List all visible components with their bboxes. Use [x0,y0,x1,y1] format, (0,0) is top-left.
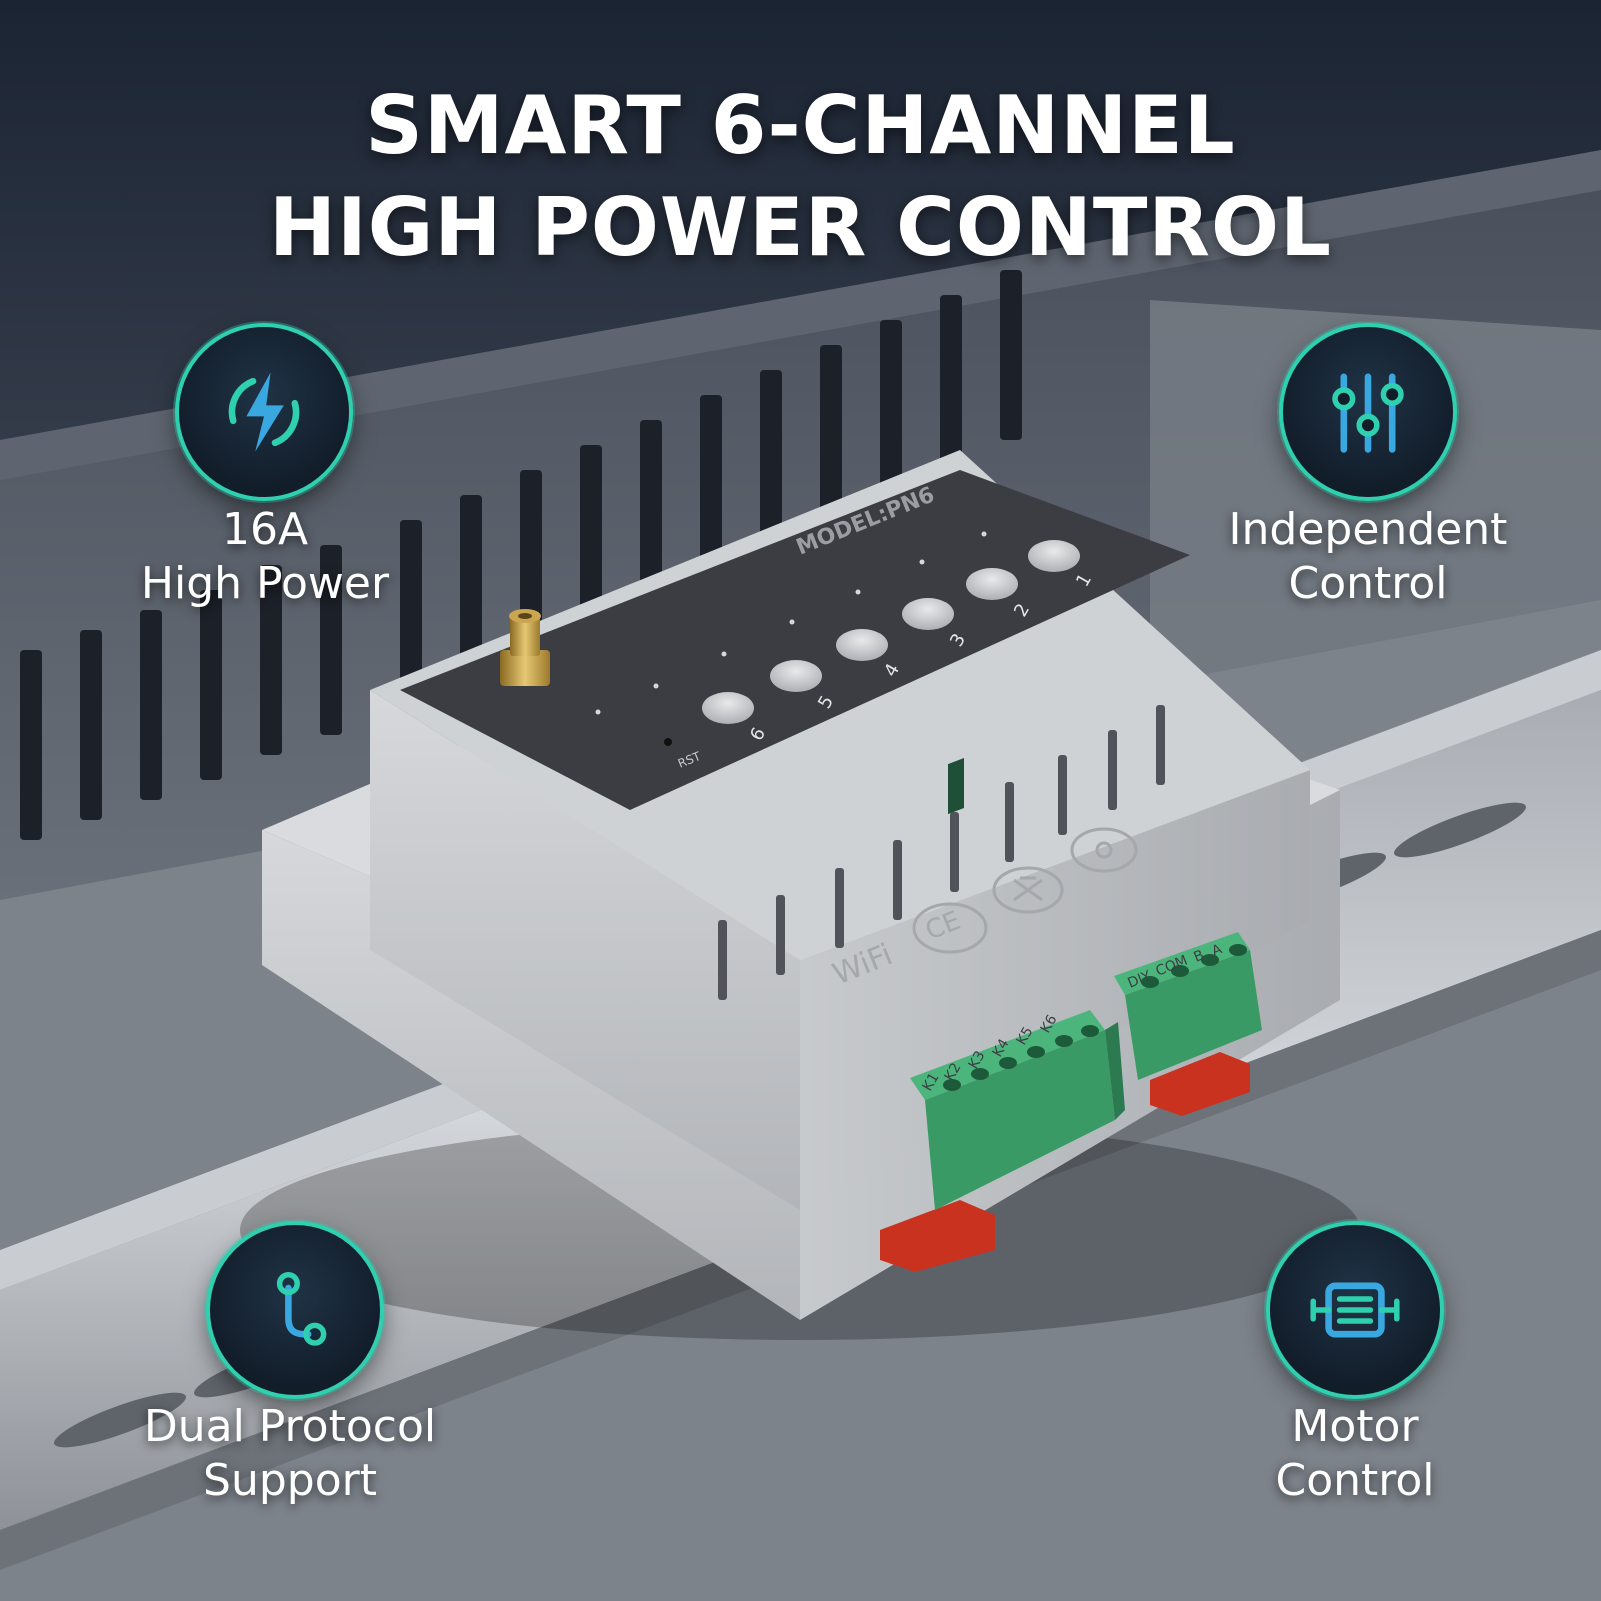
independent-feature-label: Independent Control [1178,503,1558,611]
channel-button-5[interactable] [770,660,822,692]
rohs-mark-ring [1070,827,1138,873]
relay-terminal-label: K3 [966,1048,989,1072]
rohs-mark-icon [1095,841,1113,859]
channel-button-4[interactable] [836,629,888,661]
headline-line-2: HIGH POWER CONTROL [269,181,1332,274]
motor-badge [1270,1225,1440,1395]
protocol-feature-line-2: Support [203,1455,377,1506]
power-feature-line-2: High Power [140,558,390,609]
ce-mark-ring [912,902,988,954]
channel-button-6[interactable] [702,692,754,724]
din-clip-front [880,1200,995,1272]
indicator-leds [595,531,987,715]
reset-hole [664,738,672,746]
control-panel [400,470,1190,810]
relay-terminal-label: K6 [1038,1012,1061,1036]
relay-terminal-label: K1 [920,1070,943,1094]
headline-line-1: SMART 6-CHANNEL [365,79,1236,172]
relay-terminal-label: K2 [942,1060,965,1084]
motor-feature-line-2: Control [1275,1455,1435,1506]
power-badge [179,327,349,497]
independent-badge [1283,327,1453,497]
device-upper-front [370,690,800,1210]
protocol-route-icon [276,1272,327,1346]
antenna-connector [500,609,550,686]
diy-terminal-screws [1141,944,1247,988]
relay-terminal-labels: K1 K2 K3 K4 K5 K6 [920,1012,1061,1094]
motor-icon [1310,1282,1400,1338]
independent-feature-line-1: Independent [1228,504,1508,555]
lightning-bolt-icon [228,372,300,452]
motor-feature-label: Motor Control [1165,1400,1545,1508]
protocol-feature-line-1: Dual Protocol [143,1401,437,1452]
power-feature-label: 16A High Power [75,503,455,611]
motor-feature-line-1: Motor [1291,1401,1419,1452]
enclosure-vent-slots [20,270,1022,840]
channel-buttons [702,540,1080,724]
protocol-badge [210,1225,380,1395]
channel-button-3[interactable] [902,598,954,630]
relay-terminal-block [910,757,1125,1210]
relay-terminal-slots [948,757,964,815]
weee-bin-icon [1013,876,1043,902]
device-vent-slots [718,705,1165,1000]
power-feature-line-1: 16A [221,504,309,555]
channel-button-1[interactable] [1028,540,1080,572]
independent-feature-line-2: Control [1288,558,1448,609]
diy-terminal-block [1114,932,1262,1080]
relay-terminal-screws [943,1025,1099,1091]
din-clip-side [1150,1052,1250,1116]
weee-mark-ring [992,866,1064,914]
relay-terminal-label: K4 [990,1036,1013,1060]
enclosure-top-lip [0,150,1601,480]
channel-button-2[interactable] [966,568,1018,600]
sliders-icon [1332,373,1404,453]
relay-terminal-label: K5 [1014,1024,1037,1048]
protocol-feature-label: Dual Protocol Support [100,1400,480,1508]
